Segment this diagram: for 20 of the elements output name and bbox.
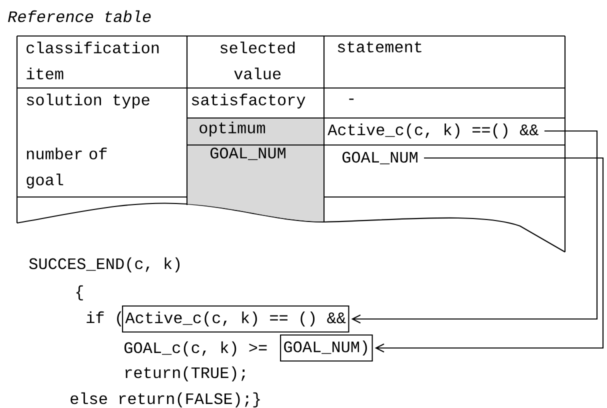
code-line: else return(FALSE);} (70, 392, 260, 408)
connector-arrow (374, 157, 604, 352)
code-line: SUCCES_END(c, k) (29, 257, 180, 272)
code-line: GOAL_c(c, k) >= (124, 341, 267, 356)
cell-text: - (349, 98, 354, 100)
table-title: Reference table (8, 10, 151, 22)
cell-text: satisfactory (192, 94, 306, 109)
cell-text: number of goal (26, 148, 107, 188)
connector-arrow (351, 130, 598, 324)
code-line: { (76, 285, 83, 300)
cell-text: GOAL_NUM (210, 148, 286, 160)
cell-text: selected value (220, 42, 295, 80)
code-line: return(TRUE); (125, 366, 245, 382)
code-box: GOAL_NUM) (280, 334, 373, 362)
code-box: Active_c(c, k) == () && (122, 305, 350, 333)
cell-text: solution type (26, 94, 150, 109)
statement-text: GOAL_NUM (342, 152, 418, 164)
cell-text: optimum (200, 122, 265, 137)
statement-text: Active_c(c, k) ==() && (328, 124, 538, 138)
cell-text: statement (338, 42, 422, 52)
